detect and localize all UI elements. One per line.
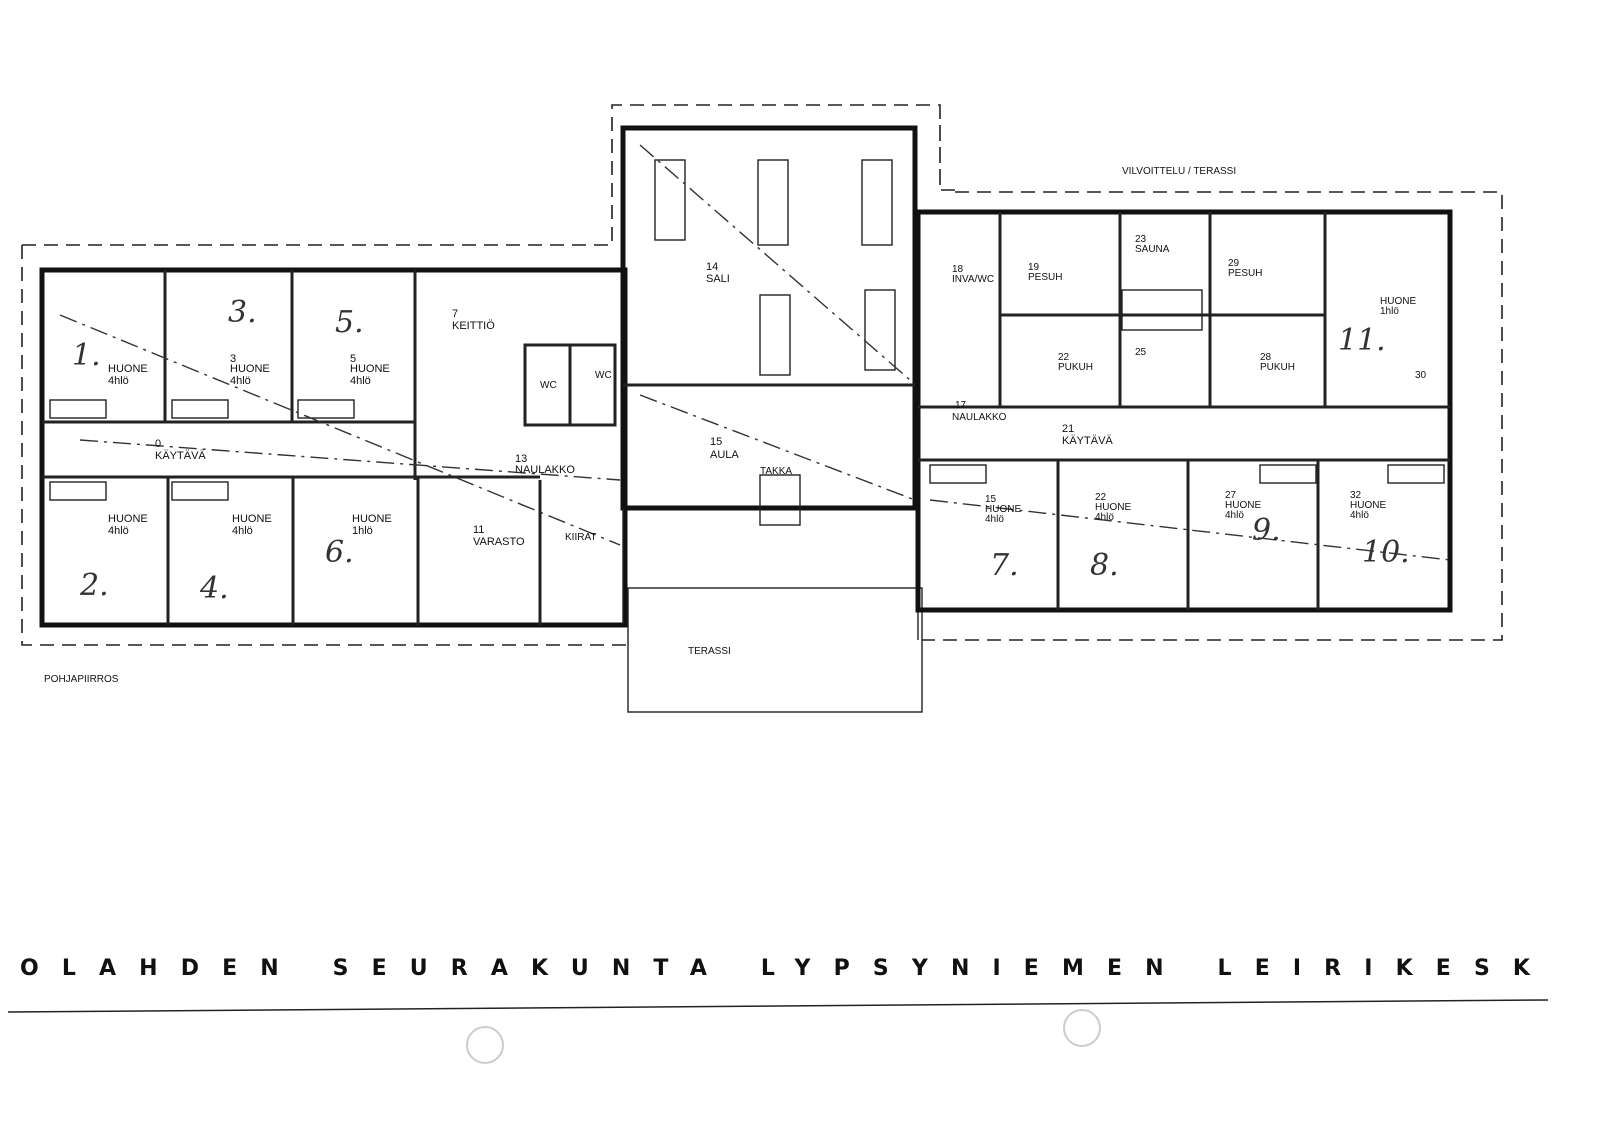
room-4-label: HUONE bbox=[232, 513, 272, 525]
room-3-label: HUONE bbox=[230, 363, 270, 375]
pesuh-29-num: 29 bbox=[1228, 258, 1240, 269]
handwritten-number: 8. bbox=[1090, 548, 1119, 583]
room-27-cap: 4hlö bbox=[1225, 510, 1244, 521]
corridor-21-num: 21 bbox=[1062, 423, 1074, 435]
section-line bbox=[79, 439, 621, 481]
site-boundary-right bbox=[922, 191, 1503, 641]
room-22-label: HUONE bbox=[1095, 502, 1131, 513]
room-5-num: 5 bbox=[350, 353, 356, 365]
room-6-cap: 1hlö bbox=[352, 525, 373, 537]
sauna-benches bbox=[1121, 289, 1203, 331]
room-1-label: HUONE bbox=[108, 363, 148, 375]
room-15-cap: 4hlö bbox=[985, 514, 1004, 525]
sauna-label: SAUNA bbox=[1135, 244, 1170, 255]
room-30-num: 30 bbox=[1415, 370, 1427, 381]
handwritten-number: 7. bbox=[990, 548, 1019, 583]
naulakko-13-label: NAULAKKO bbox=[515, 464, 575, 476]
section-line bbox=[929, 499, 1451, 561]
room-32-num: 32 bbox=[1350, 490, 1362, 501]
kitchen-num: 7 bbox=[452, 308, 458, 320]
room-2-label: HUONE bbox=[108, 513, 148, 525]
section-line bbox=[639, 144, 911, 381]
room-6-label: HUONE bbox=[352, 513, 392, 525]
plan-caption: POHJAPIIRROS bbox=[44, 674, 119, 685]
room-27-label: HUONE bbox=[1225, 500, 1261, 511]
room-11-cap: 1hlö bbox=[1380, 306, 1399, 317]
terrace-top-label: VILVOITTELU / TERASSI bbox=[1122, 166, 1236, 177]
punch-hole bbox=[1063, 1009, 1101, 1047]
room-11-label: HUONE bbox=[1380, 296, 1416, 307]
fireplace bbox=[759, 474, 801, 526]
room-27-num: 27 bbox=[1225, 490, 1237, 501]
handwritten-number: 3. bbox=[228, 295, 257, 330]
pesuh-29-label: PESUH bbox=[1228, 268, 1262, 279]
room-3-num: 3 bbox=[230, 353, 236, 365]
room-2-cap: 4hlö bbox=[108, 525, 129, 537]
section-line bbox=[59, 314, 621, 546]
inva-num: 18 bbox=[952, 264, 964, 275]
terrace-label: TERASSI bbox=[688, 646, 731, 657]
pesuh-19-num: 19 bbox=[1028, 262, 1040, 273]
naulakko-13-num: 13 bbox=[515, 453, 527, 465]
bunk-beds bbox=[49, 399, 1445, 501]
kiirat-label: KIIRAT bbox=[565, 532, 596, 543]
section-line bbox=[639, 394, 916, 501]
sali-num: 14 bbox=[706, 261, 718, 273]
title-underline bbox=[7, 999, 1549, 1013]
wc-8-label: WC bbox=[540, 380, 557, 391]
corridor-21-label: KÄYTÄVÄ bbox=[1062, 435, 1113, 447]
right-wing-walls bbox=[915, 209, 1453, 613]
sauna-num: 23 bbox=[1135, 234, 1147, 245]
pukuh-28-label: PUKUH bbox=[1260, 362, 1295, 373]
room-22-cap: 4hlö bbox=[1095, 512, 1114, 523]
corridor-0-label: KÄYTÄVÄ bbox=[155, 450, 206, 462]
sali-label: SALI bbox=[706, 273, 730, 285]
room-15-num: 15 bbox=[985, 494, 997, 505]
handwritten-number: 10. bbox=[1362, 535, 1410, 570]
aula-label: AULA bbox=[710, 449, 739, 461]
handwritten-number: 4. bbox=[199, 571, 229, 606]
site-boundary-left-bottom bbox=[21, 245, 628, 646]
pukuh-22-num: 22 bbox=[1058, 352, 1070, 363]
kitchen-label: KEITTIÖ bbox=[452, 320, 495, 332]
left-wing-walls bbox=[39, 267, 628, 628]
room-25-num: 25 bbox=[1135, 347, 1147, 358]
room-3-cap: 4hlö bbox=[230, 375, 251, 387]
tables bbox=[654, 159, 896, 376]
punch-hole bbox=[466, 1026, 504, 1064]
sali-walls bbox=[620, 125, 918, 511]
terrace-outline bbox=[627, 587, 923, 713]
plan-title: OLAHDEN SEURAKUNTA LYPSYNIEMEN LEIRIKESK bbox=[20, 956, 1531, 981]
room-15-label: HUONE bbox=[985, 504, 1021, 515]
varasto-label: VARASTO bbox=[473, 536, 525, 548]
inva-label: INVA/WC bbox=[952, 274, 994, 285]
room-32-label: HUONE bbox=[1350, 500, 1386, 511]
corridor-0-num: 0 bbox=[155, 438, 161, 450]
room-22-num: 22 bbox=[1095, 492, 1107, 503]
handwritten-number: 2. bbox=[79, 568, 109, 603]
handwritten-number: 5. bbox=[335, 305, 364, 340]
pesuh-19-label: PESUH bbox=[1028, 272, 1062, 283]
pukuh-28-num: 28 bbox=[1260, 352, 1272, 363]
room-4-cap: 4hlö bbox=[232, 525, 253, 537]
site-boundary-left bbox=[22, 104, 955, 246]
handwritten-number: 6. bbox=[325, 535, 354, 570]
naulakko-17-num: 17 bbox=[955, 400, 967, 411]
room-5-cap: 4hlö bbox=[350, 375, 371, 387]
room-32-cap: 4hlö bbox=[1350, 510, 1369, 521]
varasto-num: 11 bbox=[473, 524, 484, 536]
wc-9-label: WC bbox=[595, 370, 612, 381]
pukuh-22-label: PUKUH bbox=[1058, 362, 1093, 373]
aula-num: 15 bbox=[710, 436, 722, 448]
fireplace-label: TAKKA bbox=[760, 466, 792, 477]
handwritten-number: 9. bbox=[1252, 513, 1281, 548]
handwritten-number: 11. bbox=[1338, 323, 1386, 358]
room-5-label: HUONE bbox=[350, 363, 390, 375]
room-1-cap: 4hlö bbox=[108, 375, 129, 387]
handwritten-number: 1. bbox=[72, 338, 101, 373]
naulakko-17-label: NAULAKKO bbox=[952, 412, 1007, 423]
